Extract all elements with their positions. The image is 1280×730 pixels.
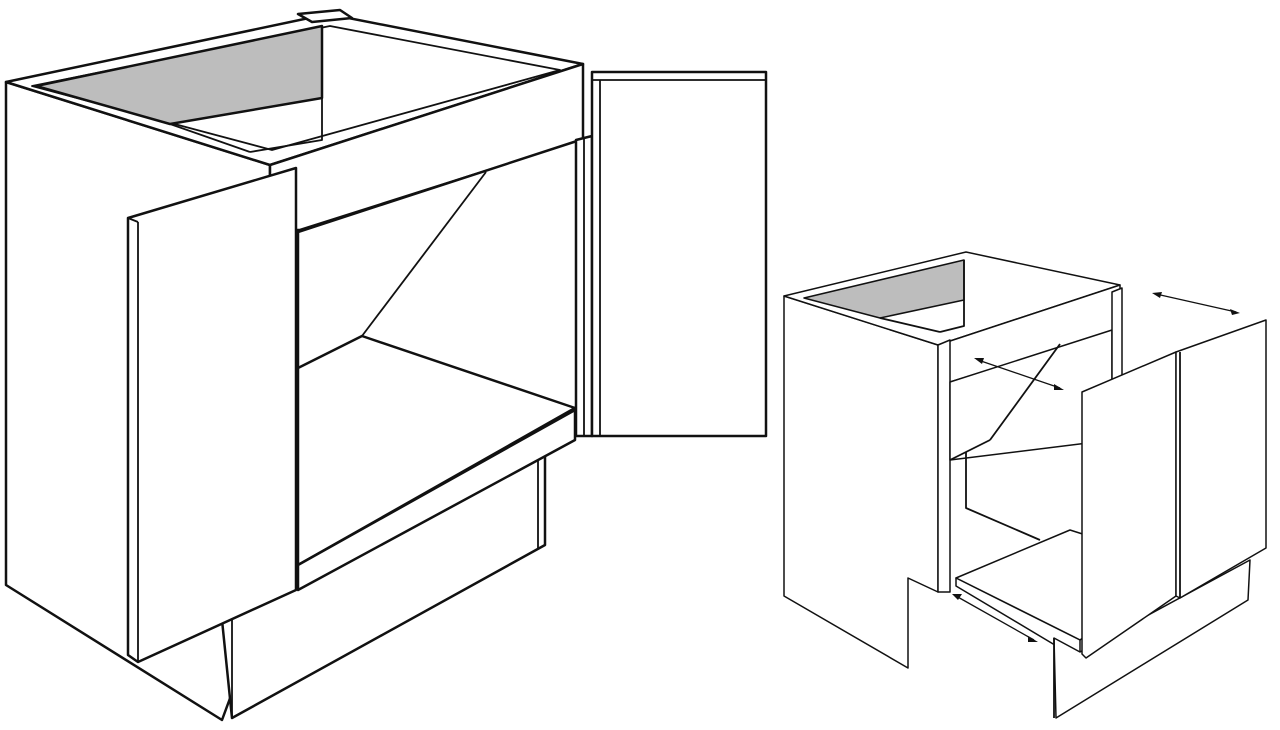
small-interior-lower <box>965 452 1041 541</box>
arrow-inner <box>977 359 1061 389</box>
small-toe-kick <box>1053 559 1251 719</box>
arrow-head <box>1028 636 1038 642</box>
large-top-interior-edge <box>169 123 251 153</box>
large-left-door <box>126 166 298 664</box>
small-top-interior <box>939 260 965 333</box>
arrow-head <box>974 358 984 364</box>
large-cabinet <box>4 8 768 722</box>
small-cabinet <box>783 251 1267 719</box>
small-inner-brace <box>989 343 1061 441</box>
large-lower-rail <box>296 408 577 592</box>
arrow-head <box>1152 292 1162 298</box>
large-inner-brace <box>361 171 487 337</box>
small-top-interior-edge <box>879 317 941 333</box>
small-arrows <box>952 292 1240 642</box>
arrow-shelf-pull <box>955 595 1035 641</box>
large-top-corner-clip <box>296 8 354 24</box>
small-side-panel <box>783 295 939 669</box>
arrow-head <box>952 594 962 600</box>
large-top-interior <box>249 26 323 153</box>
small-left-stile <box>937 339 951 593</box>
large-left-door-top-edge <box>127 217 139 223</box>
small-inner-shelf-edge <box>949 439 991 461</box>
arrow-door-out <box>1155 293 1237 313</box>
small-door-right <box>1175 319 1267 599</box>
arrow-head <box>1230 309 1240 315</box>
large-right-door <box>590 70 768 438</box>
small-door-left <box>1081 351 1177 659</box>
arrow-head <box>1054 384 1064 390</box>
